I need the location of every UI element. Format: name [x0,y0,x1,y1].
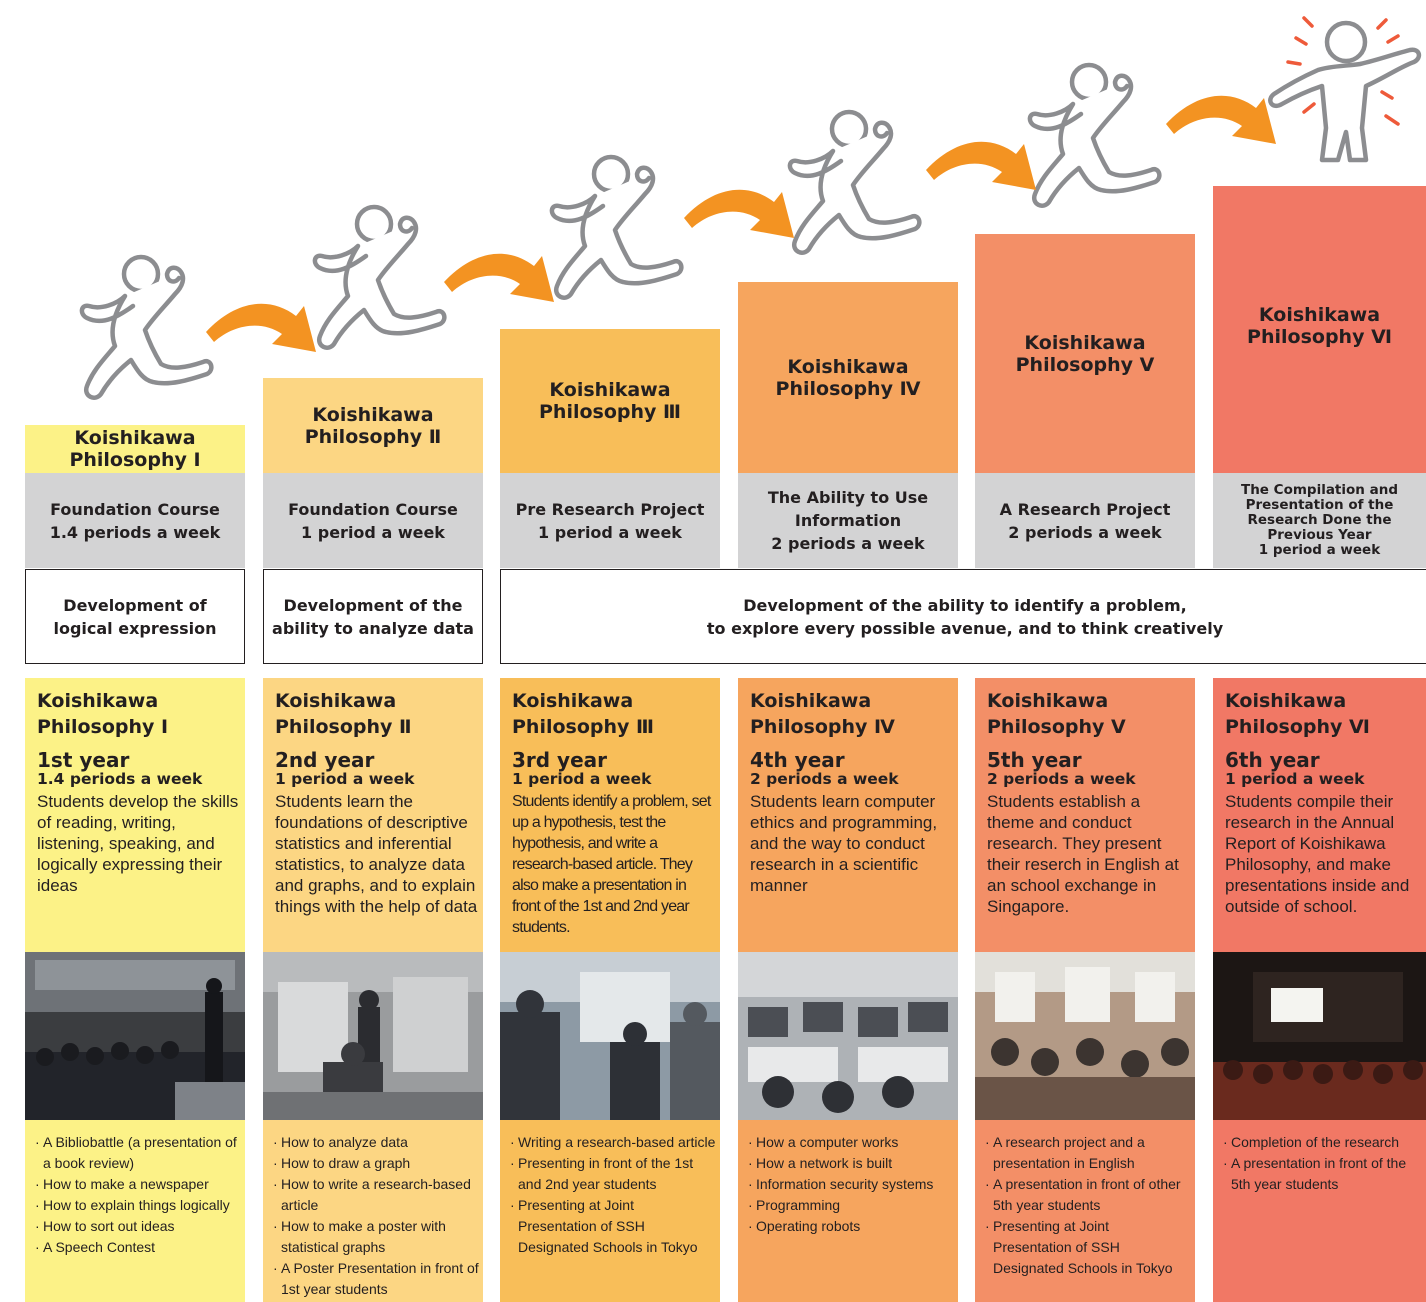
walking-figure-icon [1030,65,1159,206]
curved-arrow-icon [1166,95,1276,144]
column-year: 2nd year [275,748,375,772]
column-description: Students learn computer ethics and progr… [750,792,938,895]
step-title: Koishikawa Philosophy Ⅰ [69,427,201,471]
step-3-header: Koishikawa Philosophy Ⅲ [500,329,720,473]
column-title: Koishikawa Philosophy Ⅲ [512,690,654,738]
step-4-header: Koishikawa Philosophy Ⅳ [738,282,958,473]
column-periods: 1 period a week [1225,770,1365,788]
list-item: Writing a research-based article [510,1132,716,1153]
list-item: How to write a research-based article [273,1174,479,1216]
computer-room-photo [738,952,958,1120]
list-item: How to make a poster with statistical gr… [273,1216,479,1258]
auditorium-presentation-photo [1213,952,1426,1120]
column-title: Koishikawa Philosophy Ⅵ [1225,690,1370,738]
assembly-hall-photo [25,952,245,1120]
column-title: Koishikawa Philosophy Ⅱ [275,690,412,738]
course-box-4: The Ability to Use Information 2 periods… [738,473,958,568]
list-item: How a computer works [748,1132,954,1153]
list-item: A presentation in front of the 5th year … [1223,1153,1423,1195]
walking-figure-icon [552,157,681,298]
detail-column-6: Koishikawa Philosophy Ⅵ 6th year 1 perio… [1213,678,1426,1302]
course-box-3: Pre Research Project 1 period a week [500,473,720,568]
curved-arrow-icon [684,189,794,238]
development-box-3: Development of the ability to identify a… [500,569,1426,664]
detail-column-4: Koishikawa Philosophy Ⅳ 4th year 2 perio… [738,678,958,1302]
course-box-6: The Compilation and Presentation of the … [1213,473,1426,568]
column-periods: 2 periods a week [987,770,1136,788]
curved-arrow-icon [444,253,554,302]
list-item: A presentation in front of other 5th yea… [985,1174,1191,1216]
list-item: A research project and a presentation in… [985,1132,1191,1174]
walking-figure-icon [82,257,211,398]
column-bullet-list: A research project and a presentation in… [985,1132,1191,1279]
column-periods: 2 periods a week [750,770,899,788]
column-title: Koishikawa Philosophy Ⅰ [37,690,169,738]
column-description: Students establish a theme and conduct r… [987,792,1179,916]
step-title: Koishikawa Philosophy Ⅵ [1247,304,1392,348]
step-6-header: Koishikawa Philosophy Ⅵ [1213,186,1426,473]
list-item: How to analyze data [273,1132,479,1153]
list-item: How to sort out ideas [35,1216,241,1237]
step-1-header: Koishikawa Philosophy Ⅰ [25,425,245,473]
list-item: How to draw a graph [273,1153,479,1174]
celebrating-figure-icon [1268,20,1422,163]
column-periods: 1 period a week [512,770,652,788]
students-presentation-photo [500,952,720,1120]
step-5-header: Koishikawa Philosophy Ⅴ [975,234,1195,473]
column-year: 5th year [987,748,1082,772]
course-box-1: Foundation Course 1.4 periods a week [25,473,245,568]
staircase-illustration [0,16,1422,430]
celebration-rays [1286,16,1400,126]
walking-figure-icon [315,207,444,348]
column-year: 4th year [750,748,845,772]
column-periods: 1.4 periods a week [37,770,203,788]
column-periods: 1 period a week [275,770,415,788]
step-title: Koishikawa Philosophy Ⅲ [539,379,681,423]
column-year: 6th year [1225,748,1320,772]
list-item: A Bibliobattle (a presentation of a book… [35,1132,241,1174]
development-box-1: Development of logical expression [25,569,245,664]
list-item: Operating robots [748,1216,954,1237]
step-2-header: Koishikawa Philosophy Ⅱ [263,378,483,473]
list-item: Presenting in front of the 1st and 2nd y… [510,1153,716,1195]
list-item: A Poster Presentation in front of 1st ye… [273,1258,479,1300]
column-title: Koishikawa Philosophy Ⅴ [987,690,1126,738]
poster-presentation-photo [263,952,483,1120]
column-title: Koishikawa Philosophy Ⅳ [750,690,895,738]
column-description: Students compile their research in the A… [1225,792,1410,916]
column-year: 3rd year [512,748,608,772]
list-item: Presenting at Joint Presentation of SSH … [510,1195,716,1258]
list-item: A Speech Contest [35,1237,241,1258]
list-item: How a network is built [748,1153,954,1174]
research-fair-photo [975,952,1195,1120]
detail-column-3: Koishikawa Philosophy Ⅲ 3rd year 1 perio… [500,678,720,1302]
list-item: Completion of the research [1223,1132,1423,1153]
course-box-2: Foundation Course 1 period a week [263,473,483,568]
step-title: Koishikawa Philosophy Ⅳ [775,355,921,400]
column-bullet-list: Completion of the research A presentatio… [1223,1132,1423,1195]
column-bullet-list: A Bibliobattle (a presentation of a book… [35,1132,241,1258]
curved-arrow-icon [926,141,1036,190]
column-year: 1st year [37,748,130,772]
detail-column-5: Koishikawa Philosophy Ⅴ 5th year 2 perio… [975,678,1195,1302]
list-item: How to make a newspaper [35,1174,241,1195]
step-title: Koishikawa Philosophy Ⅱ [304,403,442,448]
column-bullet-list: How a computer works How a network is bu… [748,1132,954,1237]
list-item: Presenting at Joint Presentation of SSH … [985,1216,1191,1279]
column-description: Students learn the foundations of descri… [275,792,478,916]
column-bullet-list: How to analyze data How to draw a graph … [273,1132,479,1300]
list-item: Programming [748,1195,954,1216]
development-box-2: Development of the ability to analyze da… [263,569,483,664]
list-item: Information security systems [748,1174,954,1195]
column-description: Students identify a problem, set up a hy… [512,793,711,936]
step-title: Koishikawa Philosophy Ⅴ [1015,331,1155,376]
curved-arrow-icon [206,303,316,352]
detail-column-2: Koishikawa Philosophy Ⅱ 2nd year 1 perio… [263,678,483,1302]
column-bullet-list: Writing a research-based article Present… [510,1132,716,1258]
walking-figure-icon [790,112,919,253]
list-item: How to explain things logically [35,1195,241,1216]
detail-column-1: Koishikawa Philosophy Ⅰ 1st year 1.4 per… [25,678,245,1302]
course-box-5: A Research Project 2 periods a week [975,473,1195,568]
column-description: Students develop the skills of reading, … [37,792,239,895]
